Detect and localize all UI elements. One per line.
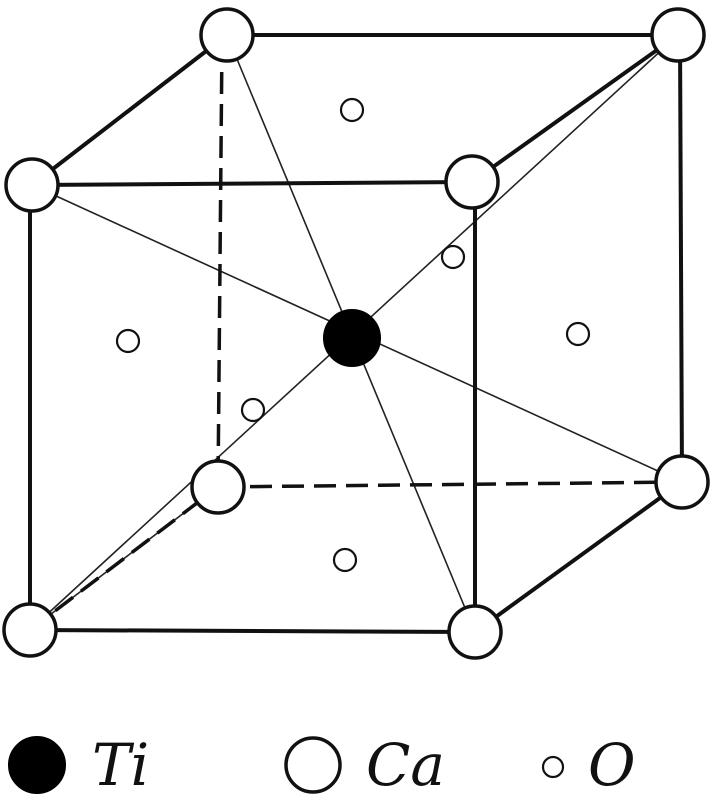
oxygen-atom-bottom-face — [332, 547, 358, 573]
legend-item-o: O — [541, 731, 636, 799]
calcium-atom-back-top-right — [650, 7, 706, 63]
legend-o-label: O — [588, 731, 636, 799]
calcium-atom-front-bottom-left — [2, 602, 58, 658]
edge-back-left-vertical — [216, 39, 224, 488]
legend-item-ca: Ca — [284, 731, 445, 799]
edge-front-bottom — [28, 628, 477, 634]
titanium-atom-center — [323, 309, 381, 367]
legend-ti-symbol — [8, 736, 66, 794]
edge-top-left-depth — [30, 33, 229, 187]
oxygen-atom-back-face — [240, 397, 266, 423]
oxygen-atom-right-face — [565, 321, 591, 347]
oxygen-atoms — [115, 97, 591, 573]
legend-o-symbol — [541, 755, 565, 779]
legend-ca-label: Ca — [366, 731, 445, 799]
oxygen-atom-top-face — [339, 97, 365, 123]
edge-back-right — [678, 33, 684, 484]
edge-back-bottom — [217, 480, 683, 489]
edge-front-top — [30, 180, 474, 187]
calcium-atoms — [2, 7, 710, 660]
calcium-atom-back-bottom-left — [190, 459, 246, 515]
legend-ca-symbol — [284, 736, 342, 794]
oxygen-atom-front-face — [440, 244, 466, 270]
legend-item-ti: Ti — [8, 731, 149, 799]
edge-bottom-right-depth — [473, 480, 684, 634]
calcium-atom-front-bottom-right — [447, 604, 503, 660]
edge-bottom-left-depth — [28, 485, 220, 632]
calcium-atom-back-top-left — [199, 7, 255, 63]
cube-edges-hidden — [28, 39, 683, 632]
calcium-atom-front-top-left — [4, 157, 60, 213]
legend: Ti Ca O — [8, 731, 636, 799]
calcium-atom-front-top-right — [444, 154, 500, 210]
calcium-atom-back-bottom-right — [654, 454, 710, 510]
legend-ti-label: Ti — [92, 731, 149, 799]
cube-edges-visible — [28, 33, 684, 634]
edge-top-right-depth — [470, 33, 680, 184]
oxygen-atom-left-face — [115, 328, 141, 354]
